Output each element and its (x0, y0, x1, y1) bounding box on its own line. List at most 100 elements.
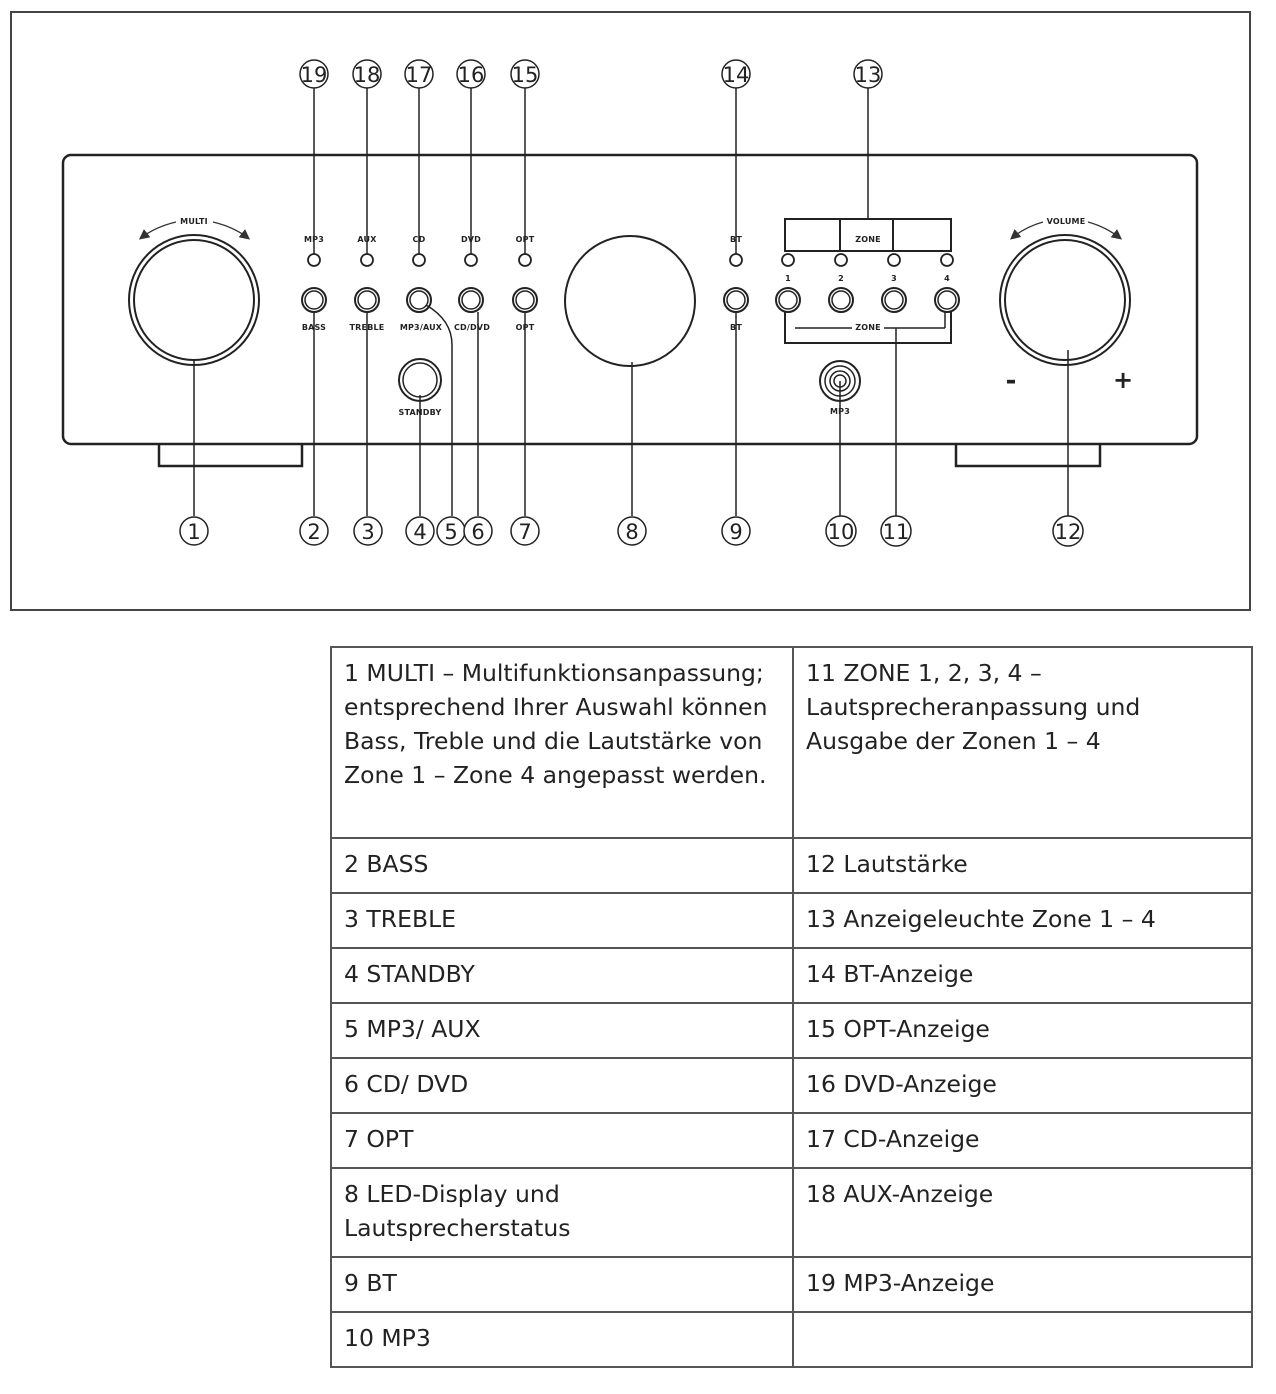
mp3-indicator-led (307, 253, 321, 267)
svg-text:11: 11 (883, 520, 910, 544)
bt-button[interactable] (723, 287, 749, 313)
svg-text:14: 14 (723, 63, 750, 87)
legend-cell (792, 1311, 1253, 1368)
svg-text:18: 18 (354, 63, 381, 87)
amplifier-body (61, 153, 1199, 446)
svg-text:16: 16 (458, 63, 485, 87)
volume-plus-label: + (1113, 366, 1133, 394)
svg-text:13: 13 (855, 63, 882, 87)
multi-label: MULTI (180, 217, 208, 226)
zone-bottom-label: ZONE (855, 323, 881, 332)
legend-cell: 7 OPT (330, 1112, 794, 1169)
callout-8: 8 (617, 516, 647, 546)
legend-cell: 9 BT (330, 1256, 794, 1313)
cd-dvd-button[interactable] (458, 287, 484, 313)
mp3-aux-button[interactable] (406, 287, 432, 313)
svg-text:12: 12 (1055, 520, 1082, 544)
svg-text:7: 7 (518, 520, 531, 544)
legend-cell: 12 Lautstärke (792, 837, 1253, 894)
zone-4-indicator-led (940, 253, 954, 267)
standby-button[interactable] (398, 358, 442, 402)
zone-1-button[interactable] (775, 287, 801, 313)
svg-text:10: 10 (828, 520, 855, 544)
svg-text:9: 9 (729, 520, 742, 544)
callout-18: 18 (352, 59, 382, 89)
volume-knob[interactable] (999, 234, 1131, 366)
multi-knob[interactable] (128, 234, 260, 366)
callout-19: 19 (299, 59, 329, 89)
legend-cell: 18 AUX-Anzeige (792, 1167, 1253, 1258)
legend-table: 1 MULTI – Multifunktionsanpassung; entsp… (330, 646, 1253, 1368)
callout-12: 12 (1052, 515, 1084, 547)
zone-1-indicator-led (781, 253, 795, 267)
svg-text:3: 3 (361, 520, 374, 544)
led-display (564, 235, 696, 367)
zone-3-button[interactable] (881, 287, 907, 313)
legend-cell: 14 BT-Anzeige (792, 947, 1253, 1004)
zone-4-number: 4 (944, 274, 950, 283)
multi-arrow-right (212, 221, 251, 240)
legend-cell: 4 STANDBY (330, 947, 794, 1004)
opt-indicator-led (518, 253, 532, 267)
svg-text:4: 4 (413, 520, 426, 544)
svg-text:1: 1 (187, 520, 200, 544)
legend-cell: 1 MULTI – Multifunktionsanpassung; entsp… (330, 646, 794, 839)
front-panel-diagram: MULTI VOLUME - + MP3 AUX CD DVD OPT BT Z… (10, 11, 1251, 611)
zone-4-button[interactable] (934, 287, 960, 313)
callout-13: 13 (853, 59, 883, 89)
zone-button-bracket (784, 312, 952, 344)
callout-2: 2 (299, 516, 329, 546)
bottom-leader-lines (193, 304, 1069, 516)
bass-button[interactable] (301, 287, 327, 313)
zone-1-number: 1 (785, 274, 791, 283)
cd-dvd-label: CD/DVD (454, 323, 490, 332)
zone-2-button[interactable] (828, 287, 854, 313)
callout-16: 16 (456, 59, 486, 89)
zone-bottom-label-bg (852, 321, 884, 333)
legend-cell: 11 ZONE 1, 2, 3, 4 – Lautsprecheranpassu… (792, 646, 1253, 839)
legend-row: 9 BT 19 MP3-Anzeige (330, 1256, 1253, 1313)
callout-4: 4 (405, 516, 435, 546)
mp3-aux-label: MP3/AUX (400, 323, 443, 332)
zone-3-indicator-led (887, 253, 901, 267)
svg-text:5: 5 (444, 520, 457, 544)
legend-cell: 3 TREBLE (330, 892, 794, 949)
right-foot (954, 444, 1102, 468)
legend-row: 10 MP3 (330, 1311, 1253, 1368)
legend-cell: 17 CD-Anzeige (792, 1112, 1253, 1169)
volume-arrow-right (1087, 221, 1123, 240)
zone-2-indicator-led (834, 253, 848, 267)
legend-row: 3 TREBLE 13 Anzeigeleuchte Zone 1 – 4 (330, 892, 1253, 949)
svg-text:6: 6 (471, 520, 484, 544)
aux-indicator-led (360, 253, 374, 267)
top-leader-lines (313, 88, 869, 254)
legend-cell: 19 MP3-Anzeige (792, 1256, 1253, 1313)
callout-14: 14 (721, 59, 751, 89)
left-foot (157, 444, 304, 468)
opt-button[interactable] (512, 287, 538, 313)
volume-arrow-left (1010, 221, 1044, 240)
bt-indicator-led (729, 253, 743, 267)
treble-button[interactable] (354, 287, 380, 313)
legend-cell: 13 Anzeigeleuchte Zone 1 – 4 (792, 892, 1253, 949)
legend-cell: 8 LED-Display und Lautsprecherstatus (330, 1167, 794, 1258)
callout-3: 3 (353, 516, 383, 546)
legend-cell: 10 MP3 (330, 1311, 794, 1368)
legend-row: 2 BASS 12 Lautstärke (330, 837, 1253, 894)
zone-3-number: 3 (891, 274, 897, 283)
legend-row: 8 LED-Display und Lautsprecherstatus 18 … (330, 1167, 1253, 1258)
callout-5: 5 (436, 516, 466, 546)
diagram-frame (10, 11, 1251, 611)
zone-top-label-bg (852, 233, 884, 245)
volume-label: VOLUME (1047, 217, 1086, 226)
callout-9: 9 (721, 516, 751, 546)
callout-11: 11 (880, 515, 912, 547)
multi-arrow-left (138, 221, 177, 240)
callout-1: 1 (179, 516, 209, 546)
callout-6: 6 (463, 516, 493, 546)
svg-text:8: 8 (625, 520, 638, 544)
callout-10: 10 (825, 515, 857, 547)
legend-row: 1 MULTI – Multifunktionsanpassung; entsp… (330, 646, 1253, 839)
legend-cell: 6 CD/ DVD (330, 1057, 794, 1114)
zone-top-label: ZONE (855, 235, 881, 244)
